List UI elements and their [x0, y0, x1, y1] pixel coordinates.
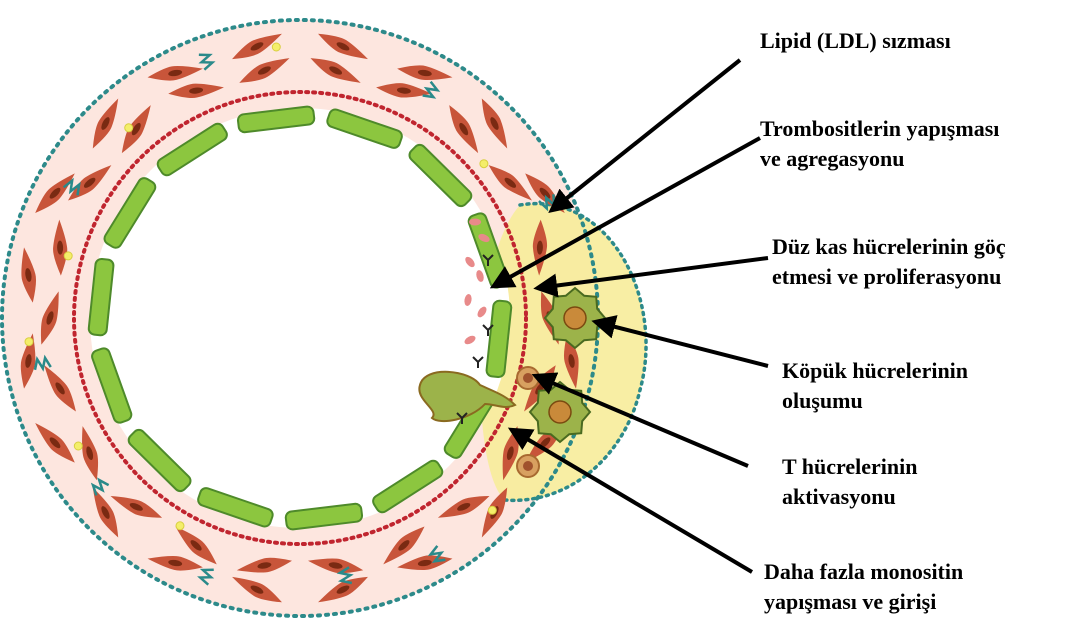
label-line: oluşumu [782, 386, 968, 416]
foam-cell [530, 382, 590, 442]
t-cell-nucleus [523, 373, 533, 383]
lipid-particle [64, 252, 72, 260]
label-line: Düz kas hücrelerinin göç [772, 232, 1006, 262]
lipid-particle [272, 43, 280, 51]
platelet [469, 219, 481, 226]
label-monocyte-adhesion: Daha fazla monositin yapışması ve girişi [764, 557, 963, 617]
label-line: Trombositlerin yapışması [760, 114, 999, 144]
foam-cell-nucleus [564, 307, 586, 329]
label-line: T hücrelerinin [782, 452, 917, 482]
label-lipid-ldl-infiltration: Lipid (LDL) sızması [760, 26, 951, 56]
label-line: Lipid (LDL) sızması [760, 26, 951, 56]
lipid-particle [480, 160, 488, 168]
label-foam-cell-formation: Köpük hücrelerinin oluşumu [782, 356, 968, 416]
arrow-lipid-ldl [552, 60, 740, 210]
lipid-particle [176, 522, 184, 530]
label-line: ve agregasyonu [760, 144, 999, 174]
label-line: etmesi ve proliferasyonu [772, 262, 1006, 292]
label-platelet-adhesion: Trombositlerin yapışması ve agregasyonu [760, 114, 999, 174]
lipid-particle [25, 338, 33, 346]
label-smooth-muscle-migration: Düz kas hücrelerinin göç etmesi ve proli… [772, 232, 1006, 292]
lipid-particle [125, 124, 133, 132]
label-line: yapışması ve girişi [764, 587, 963, 617]
label-t-cell-activation: T hücrelerinin aktivasyonu [782, 452, 917, 512]
foam-cell-nucleus [549, 401, 571, 423]
label-line: Daha fazla monositin [764, 557, 963, 587]
lipid-particle [488, 506, 496, 514]
label-line: aktivasyonu [782, 482, 917, 512]
lipid-particle [74, 442, 82, 450]
foam-cell [545, 288, 605, 348]
label-line: Köpük hücrelerinin [782, 356, 968, 386]
t-cell-nucleus [523, 461, 533, 471]
